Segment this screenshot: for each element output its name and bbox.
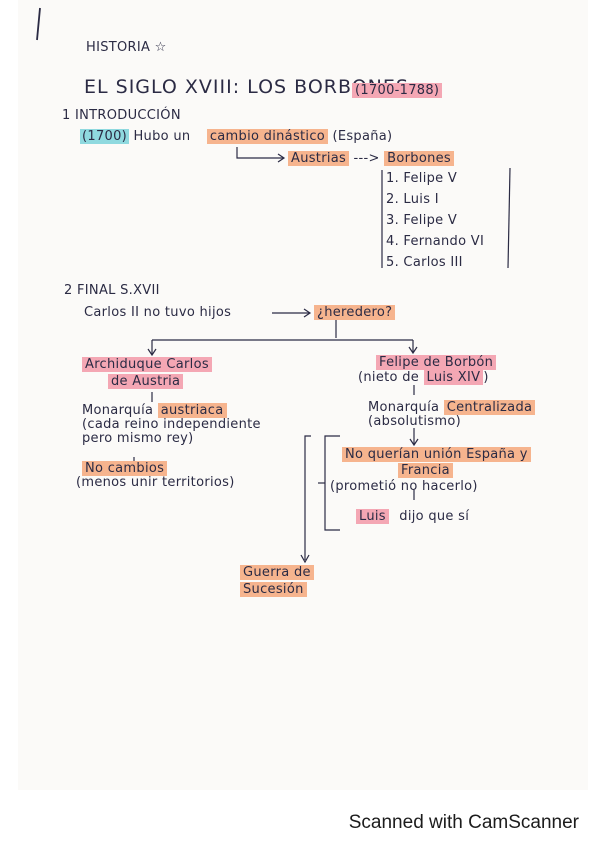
archduke-name-line2: de Austria (108, 374, 184, 389)
from-dynasty: Austrias (288, 151, 350, 166)
promise-note: (prometió no hacerlo) (330, 479, 478, 494)
austrian-monarchy: Monarquía austriaca (82, 403, 227, 418)
subject-text: HISTORIA (86, 40, 151, 55)
king-4: 4. Fernando VI (386, 234, 485, 249)
luis-name: Luis (356, 509, 389, 524)
grandson-note: (nieto de Luis XIV) (358, 370, 489, 385)
right-monarchy-prefix: Monarquía (368, 400, 440, 415)
absolutism-note: (absolutismo) (368, 414, 461, 429)
heir-question-text: ¿heredero? (314, 305, 396, 320)
grandson-luis: Luis XIV (423, 370, 484, 385)
section2-heading: 2 FINAL S.XVII (64, 283, 160, 298)
no-changes-note: (menos unir territorios) (76, 475, 235, 490)
king-2: 2. Luis I (386, 192, 439, 207)
no-union-text: No querían unión España y (342, 447, 531, 462)
no-changes-text: No cambios (82, 461, 168, 476)
luis-said-yes: Luis dijo que sí (356, 509, 469, 524)
intro-text: Hubo un (133, 129, 191, 144)
archduke-name: Archiduque Carlos (82, 357, 212, 372)
king-1: 1. Felipe V (386, 171, 458, 186)
to-dynasty: Borbones (384, 151, 454, 166)
left-monarchy-type: austriaca (157, 403, 227, 418)
intro-year: (1700) (80, 129, 130, 144)
war-line1: Guerra de (240, 565, 314, 580)
grandson-prefix: (nieto de (358, 370, 420, 385)
centralized-monarchy: Monarquía Centralizada (368, 400, 536, 415)
war-line2: Sucesión (240, 582, 307, 597)
left-monarchy-prefix: Monarquía (82, 403, 154, 418)
no-changes: No cambios (82, 461, 168, 476)
felipe-name: Felipe de Borbón (376, 355, 497, 370)
austrian-detail-1: (cada reino independiente (82, 417, 261, 432)
no-union-country: Francia (398, 463, 453, 478)
dynasty-change-line: Austrias ---> Borbones (288, 151, 454, 166)
scanner-watermark: Scanned with CamScanner (348, 812, 579, 833)
grandson-suffix: ) (483, 370, 489, 385)
king-5: 5. Carlos III (386, 255, 463, 270)
title-dates-text: (1700-1788) (352, 83, 443, 98)
section1-heading: 1 INTRODUCCIÓN (62, 108, 181, 123)
dynastic-change: cambio dinástico (206, 129, 329, 144)
said-yes-text: dijo que sí (399, 509, 470, 524)
no-heirs-sentence: Carlos II no tuvo hijos (84, 305, 232, 320)
archduke-name-line1: Archiduque Carlos (82, 357, 212, 372)
felipe-name-text: Felipe de Borbón (376, 355, 497, 370)
heir-question: ¿heredero? (314, 305, 396, 320)
title-dates: (1700-1788) (352, 83, 443, 98)
right-monarchy-type: Centralizada (443, 400, 536, 415)
archduke-origin: de Austria (108, 374, 184, 389)
war-text-2: Sucesión (240, 582, 307, 597)
austrian-detail-2: pero mismo rey) (82, 431, 194, 446)
intro-sentence: (1700) Hubo un cambio dinástico (España) (80, 129, 392, 144)
intro-country: (España) (332, 129, 393, 144)
subject-label: HISTORIA ☆ (86, 40, 167, 55)
king-3: 3. Felipe V (386, 213, 458, 228)
no-union-line2: Francia (398, 463, 453, 478)
war-text-1: Guerra de (240, 565, 314, 580)
no-union-line1: No querían unión España y (342, 447, 531, 462)
star-icon: ☆ (154, 40, 167, 55)
page-title: EL SIGLO XVIII: LOS BORBONES (84, 76, 409, 98)
dynasty-arrow: ---> (353, 151, 380, 166)
